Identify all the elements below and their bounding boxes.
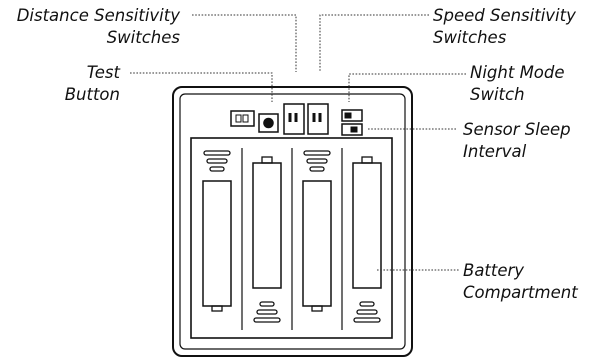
label-line-2: Switches bbox=[107, 28, 181, 47]
battery-cell bbox=[202, 180, 232, 307]
label-line-2: Button bbox=[65, 85, 120, 104]
connector-port bbox=[230, 110, 255, 127]
label-distance-sensitivity: Distance Sensitivity Switches bbox=[17, 6, 181, 47]
distance-sensitivity-switches[interactable] bbox=[283, 103, 305, 135]
label-line-1: Night Mode bbox=[470, 63, 565, 82]
battery-terminal bbox=[261, 156, 273, 164]
battery-cell bbox=[302, 180, 332, 307]
label-speed-sensitivity: Speed Sensitivity Switches bbox=[433, 6, 576, 47]
label-night-mode: Night Mode Switch bbox=[470, 63, 565, 104]
device-housing bbox=[172, 86, 413, 357]
battery-compartment bbox=[241, 148, 343, 330]
label-line-2: Switch bbox=[470, 85, 525, 104]
leader-lines bbox=[130, 14, 466, 271]
label-battery-compartment: Battery Compartment bbox=[463, 261, 578, 302]
night-mode-switch[interactable] bbox=[341, 109, 363, 122]
test-button[interactable] bbox=[258, 113, 279, 133]
spring-contact-icon bbox=[203, 150, 231, 172]
battery-cell bbox=[252, 162, 282, 289]
battery-slot bbox=[202, 150, 232, 312]
label-line-1: Battery bbox=[463, 261, 524, 280]
label-sensor-sleep: Sensor Sleep Interval bbox=[463, 120, 571, 161]
battery-slots bbox=[202, 150, 382, 323]
battery-slot bbox=[352, 156, 382, 323]
battery-slot bbox=[252, 156, 282, 323]
speed-sensitivity-switches[interactable] bbox=[307, 103, 329, 135]
label-line-2: Interval bbox=[463, 142, 527, 161]
label-line-1: Distance Sensitivity bbox=[17, 6, 181, 25]
label-test-button: Test Button bbox=[65, 63, 121, 104]
sensor-sleep-interval-switch[interactable] bbox=[341, 123, 363, 136]
battery-terminal bbox=[361, 156, 373, 164]
label-line-1: Test bbox=[87, 63, 121, 82]
spring-contact-icon bbox=[353, 301, 381, 323]
battery-terminal bbox=[311, 305, 323, 312]
spring-contact-icon bbox=[253, 301, 281, 323]
label-line-1: Sensor Sleep bbox=[463, 120, 571, 139]
label-line-2: Compartment bbox=[463, 283, 578, 302]
battery-terminal bbox=[211, 305, 223, 312]
label-line-1: Speed Sensitivity bbox=[433, 6, 576, 25]
battery-slot bbox=[302, 150, 332, 312]
battery-cell bbox=[352, 162, 382, 289]
spring-contact-icon bbox=[303, 150, 331, 172]
label-line-2: Switches bbox=[433, 28, 507, 47]
